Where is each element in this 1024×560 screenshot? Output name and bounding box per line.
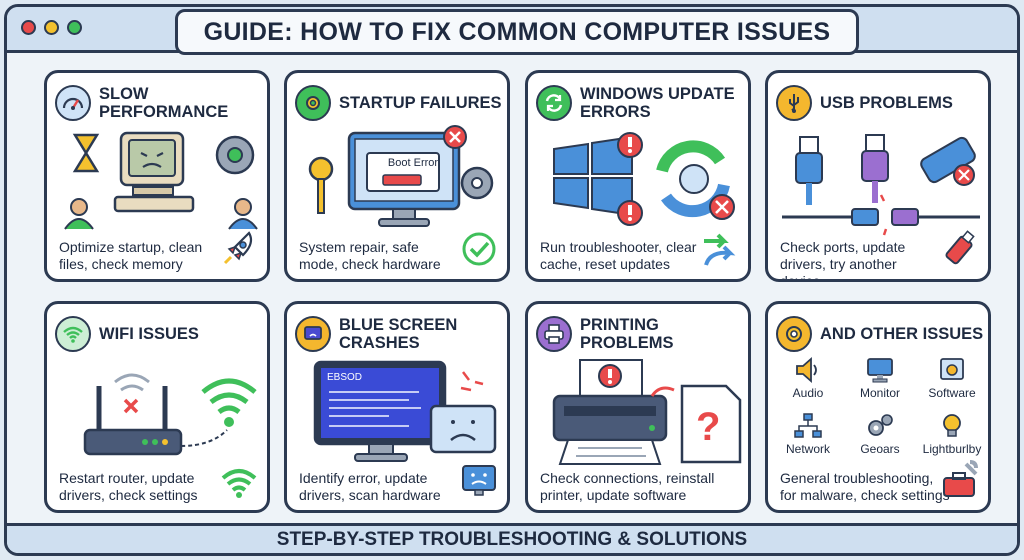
close-dot[interactable] xyxy=(21,20,36,35)
refresh-icon xyxy=(536,85,572,121)
card-printing-problems[interactable]: PRINTING PROBLEMS ? Check connections, r… xyxy=(525,301,751,513)
card-blue-screen-crashes[interactable]: BLUE SCREEN CRASHES EBSOD Identify error… xyxy=(284,301,510,513)
wifi-icon xyxy=(55,316,91,352)
card-windows-update-errors[interactable]: WINDOWS UPDATE ERRORS Run troubleshooter… xyxy=(525,70,751,282)
windows-update-illustration xyxy=(553,132,735,226)
card-title: STARTUP FAILURES xyxy=(339,94,502,112)
maximize-dot[interactable] xyxy=(67,20,82,35)
card-slow-performance[interactable]: SLOW PERFORMANCE Optimize startup, clean… xyxy=(44,70,270,282)
usb-icon xyxy=(776,85,812,121)
software-item[interactable]: Software xyxy=(918,356,986,400)
card-description: Run troubleshooter, clear cache, reset u… xyxy=(540,239,697,272)
card-usb-problems[interactable]: USB PROBLEMS Check ports, update drivers… xyxy=(765,70,991,282)
network-icon xyxy=(794,413,822,438)
card-description: Check connections, reinstall printer, up… xyxy=(540,470,715,503)
gear-icon xyxy=(295,85,331,121)
window-controls xyxy=(21,20,82,35)
card-description: General troubleshooting, for malware, ch… xyxy=(780,470,950,503)
card-title: SLOW PERFORMANCE xyxy=(99,85,229,121)
card-title: PRINTING PROBLEMS xyxy=(580,316,674,352)
rocket-icon xyxy=(223,231,253,265)
arrows-icon xyxy=(704,233,736,266)
card-title: BLUE SCREEN CRASHES xyxy=(339,316,458,352)
card-title: AND OTHER ISSUES xyxy=(820,325,984,343)
gears-icon xyxy=(868,414,893,436)
wifi-signal-icon xyxy=(221,469,257,498)
lightbulb-icon xyxy=(943,414,961,437)
sad-monitor-icon xyxy=(462,465,496,496)
card-description: System repair, safe mode, check hardware xyxy=(299,239,441,272)
boot-error-illustration xyxy=(308,125,494,227)
monitor-item[interactable]: Monitor xyxy=(846,356,914,400)
footer-banner: STEP-BY-STEP TROUBLESHOOTING & SOLUTIONS xyxy=(7,523,1017,553)
card-description: Restart router, update drivers, check se… xyxy=(59,470,198,503)
card-title: WIFI ISSUES xyxy=(99,325,199,343)
lightbulb-item[interactable]: Lightburlby xyxy=(918,412,986,456)
card-startup-failures[interactable]: STARTUP FAILURES Boot Error System repai… xyxy=(284,70,510,282)
svg-text:?: ? xyxy=(696,405,720,449)
gear-icon xyxy=(776,316,812,352)
blue-screen-illustration xyxy=(313,360,497,462)
card-title: WINDOWS UPDATE ERRORS xyxy=(580,85,735,121)
gears-item[interactable]: Geoars xyxy=(846,412,914,456)
network-item[interactable]: Network xyxy=(774,412,842,456)
bsod-icon xyxy=(295,316,331,352)
check-icon xyxy=(462,232,496,266)
minimize-dot[interactable] xyxy=(44,20,59,35)
software-icon xyxy=(940,358,964,380)
speedometer-icon xyxy=(55,85,91,121)
card-description: Check ports, update drivers, try another… xyxy=(780,239,906,282)
boot-error-text: Boot Error xyxy=(387,157,439,169)
speaker-icon xyxy=(796,357,817,383)
slow-computer-illustration xyxy=(64,131,258,230)
bsod-screen-text: EBSOD xyxy=(327,372,363,383)
audio-item[interactable]: Audio xyxy=(774,356,842,400)
router-illustration xyxy=(83,373,257,456)
card-wifi-issues[interactable]: WIFI ISSUES Restart router, update drive… xyxy=(44,301,270,513)
other-issues-grid: Audio Monitor Software Network Geoars Li… xyxy=(774,356,988,468)
card-description: Optimize startup, clean files, check mem… xyxy=(59,239,203,272)
printer-illustration: ? xyxy=(552,359,742,465)
toolbox-icon xyxy=(943,460,978,497)
usb-drive-icon xyxy=(945,230,975,265)
usb-cables-illustration xyxy=(782,134,980,236)
printer-icon xyxy=(536,316,572,352)
card-other-issues[interactable]: AND OTHER ISSUES Audio Monitor Software … xyxy=(765,301,991,513)
card-title: USB PROBLEMS xyxy=(820,94,953,112)
guide-window: GUIDE: HOW TO FIX COMMON COMPUTER ISSUES… xyxy=(4,4,1020,556)
card-description: Identify error, update drivers, scan har… xyxy=(299,470,441,503)
monitor-icon xyxy=(867,358,893,383)
page-title: GUIDE: HOW TO FIX COMMON COMPUTER ISSUES xyxy=(175,9,859,55)
